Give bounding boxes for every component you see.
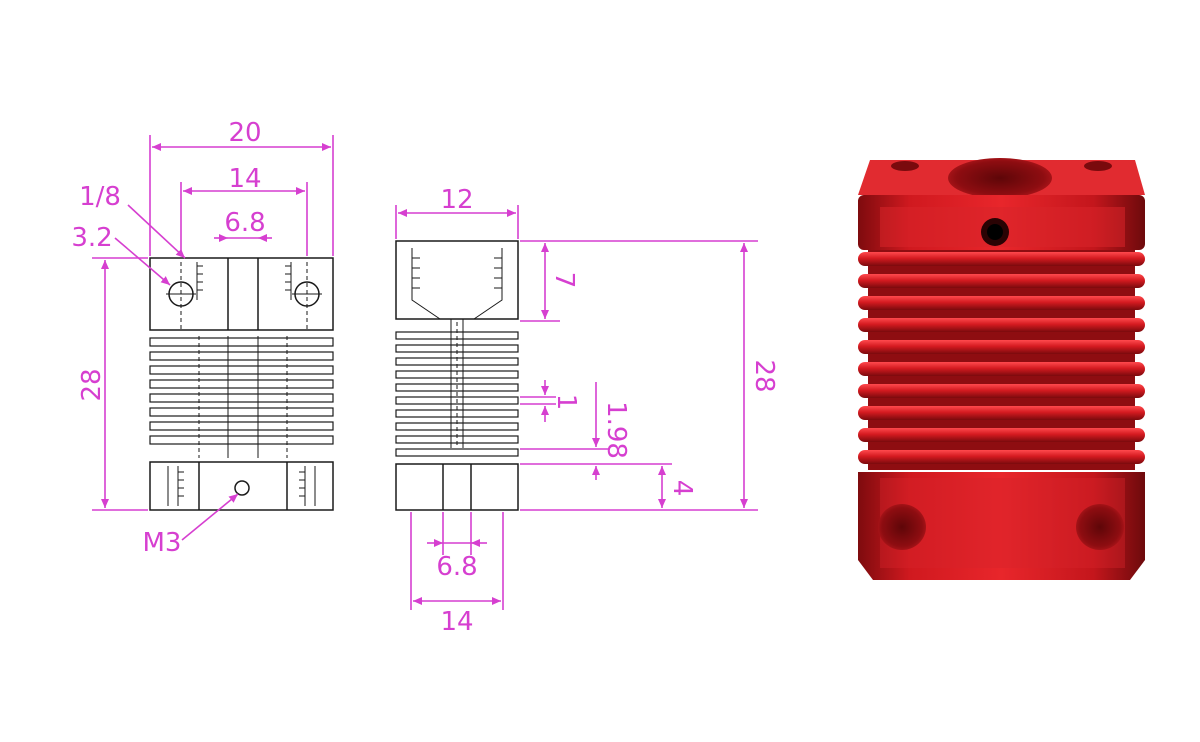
heatsink-photo [858,158,1145,580]
dim-front-hole-spacing: 14 [228,164,261,194]
dim-side-height: 28 [749,359,779,392]
dim-front-height: 28 [77,368,107,401]
front-top-block [149,257,334,331]
dim-set-screw: M3 [143,528,182,558]
dim-side-bottom-width: 14 [440,607,473,637]
photo-fins [858,252,1145,464]
m3-hole [234,480,250,496]
side-dimensions [395,205,758,610]
front-view: 20 14 6.8 1/8 3.2 28 M3 [71,118,334,558]
front-dimensions [92,135,334,541]
top-bore [948,158,1052,198]
dim-side-bottom-height: 4 [667,480,697,497]
front-fins [149,336,334,458]
dim-thread: 1/8 [79,182,121,212]
dim-front-width: 20 [228,118,261,148]
front-bottom-block [149,461,334,511]
bottom-hole-left [878,504,926,550]
side-view: 12 7 1 1.98 4 28 6.8 14 [395,185,779,637]
dim-side-width: 12 [440,185,473,215]
bottom-hole-right [1076,504,1124,550]
side-top-block [395,240,519,320]
dim-side-bore: 6.8 [436,552,477,582]
side-bottom-block [395,463,519,511]
dim-fin-pitch: 1.98 [601,401,631,459]
dim-side-top-depth: 7 [549,272,579,289]
side-fins [395,319,519,457]
dim-front-slot: 6.8 [224,208,265,238]
dim-fin-thickness: 1 [551,394,581,411]
dim-hole-dia: 3.2 [71,223,112,253]
